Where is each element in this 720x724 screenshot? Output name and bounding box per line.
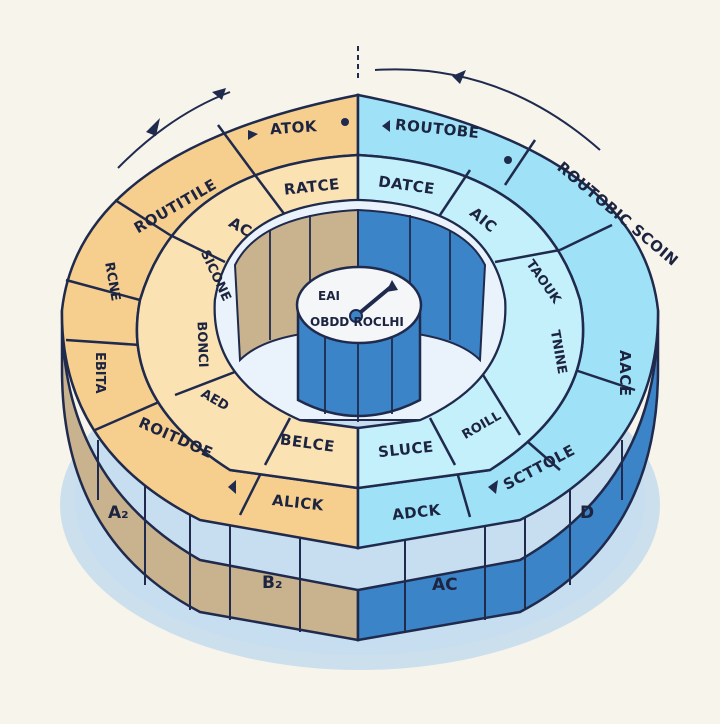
- middle-seg-label: BONCI: [194, 321, 211, 368]
- hub-seams: [324, 330, 393, 422]
- outer-seg-label: ATOK: [269, 117, 318, 138]
- middle-seg-label: SLUCE: [377, 438, 434, 462]
- marker-arrow-icon: [248, 130, 258, 140]
- dial-text-1: EAI: [318, 289, 340, 303]
- marker-dot: [504, 156, 512, 164]
- dial-text-2: OBDD ROCLHI: [310, 315, 404, 329]
- outer-wall-right: [356, 309, 660, 642]
- hub-dial: [295, 265, 423, 345]
- outer-seg-label: EBITA: [92, 352, 107, 394]
- wall-label: B₂: [262, 573, 282, 593]
- outer-seg-label: AACE: [616, 350, 634, 396]
- orbit-arrow-left: [117, 91, 231, 169]
- arrow-head-icon: [452, 70, 466, 84]
- marker-arrow-icon: [382, 120, 390, 132]
- wall-label: D: [580, 503, 594, 523]
- outer-seg-label: RCNE: [101, 261, 123, 302]
- orbit-arrow-right: [374, 68, 601, 151]
- marker-dot: [341, 118, 349, 126]
- marker-arrow-icon: [488, 480, 498, 494]
- wall-seams: [97, 440, 623, 632]
- outer-seg-label: ALICK: [271, 491, 325, 514]
- wall-label: A₂: [108, 503, 129, 523]
- marker-arrow-icon: [228, 480, 236, 494]
- middle-seg-label: RATCE: [283, 175, 341, 199]
- wall-label: AC: [432, 575, 458, 595]
- outer-seg-label: ADCK: [391, 501, 442, 524]
- gauge-needle-icon: [349, 280, 398, 323]
- arrow-head-icon: [146, 118, 160, 136]
- arrow-head-icon: [212, 88, 226, 100]
- middle-ring-seams: [169, 169, 561, 466]
